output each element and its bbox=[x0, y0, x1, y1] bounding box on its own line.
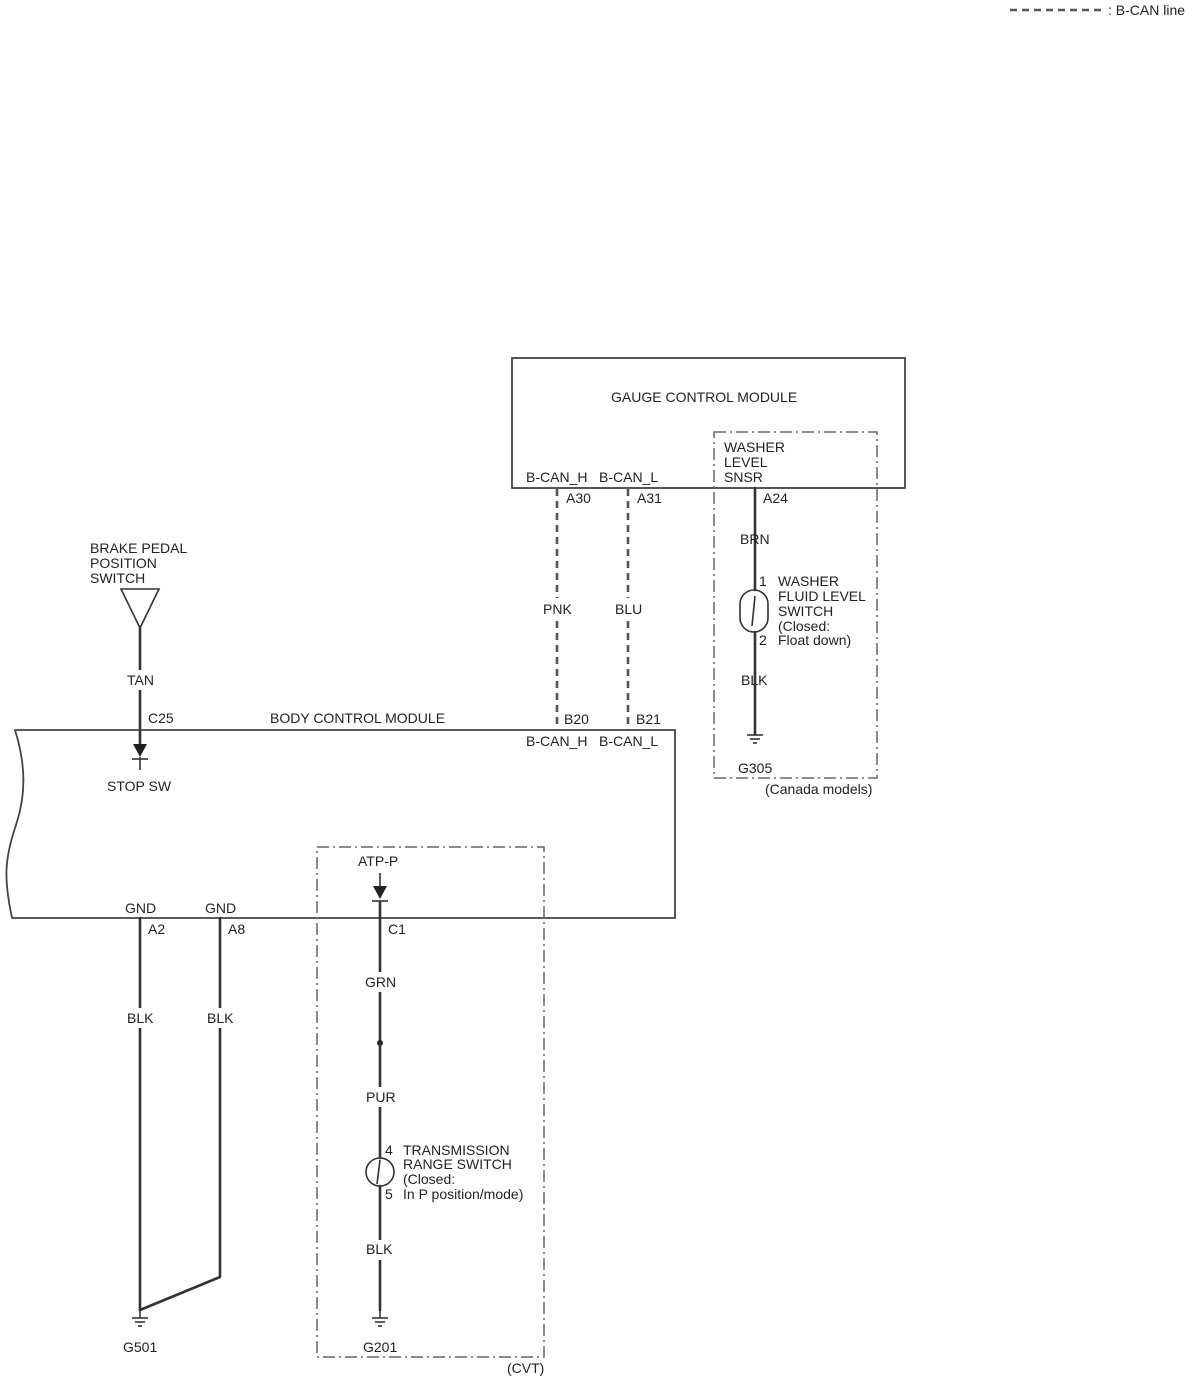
body-pin-c25: C25 bbox=[148, 710, 174, 726]
body-can-l-label: B-CAN_L bbox=[599, 733, 658, 749]
trans-wire-grn-label: GRN bbox=[365, 974, 396, 990]
brake-wire-tan-label: TAN bbox=[127, 672, 154, 688]
washer-sensor-label-2: LEVEL bbox=[724, 454, 768, 470]
body-pin-a8: A8 bbox=[228, 921, 245, 937]
gauge-pin-a30: A30 bbox=[566, 490, 591, 506]
body-gnd-label-1: GND bbox=[125, 900, 156, 916]
body-pin-b21: B21 bbox=[636, 711, 661, 727]
transmission-circuit: (CVT) GRN PUR 4 5 TRANSMISSION RANGE SWI… bbox=[316, 846, 545, 1376]
body-pin-c1: C1 bbox=[388, 921, 406, 937]
ground-g201-label: G201 bbox=[363, 1339, 397, 1355]
washer-pin-1: 1 bbox=[759, 573, 767, 589]
brake-switch-label-2: POSITION bbox=[90, 555, 157, 571]
body-gnd-label-2: GND bbox=[205, 900, 236, 916]
washer-circuit: (Canada models) BRN 1 2 WASHER FLUID LEV… bbox=[713, 431, 878, 797]
trans-wire-blk-label: BLK bbox=[366, 1241, 393, 1257]
gauge-pin-a24: A24 bbox=[763, 490, 788, 506]
body-pin-b20: B20 bbox=[564, 711, 589, 727]
washer-sensor-label-3: SNSR bbox=[724, 469, 763, 485]
gauge-pin-a31: A31 bbox=[637, 490, 662, 506]
gnd-wire-a8-label: BLK bbox=[207, 1010, 234, 1026]
trans-switch-contact bbox=[376, 1159, 381, 1185]
stop-sw-diode-icon bbox=[133, 744, 147, 757]
washer-switch-label-4: (Closed: bbox=[778, 618, 830, 634]
atp-p-label: ATP-P bbox=[358, 853, 398, 869]
gnd-wire-a2-label: BLK bbox=[127, 1010, 154, 1026]
washer-switch-contact bbox=[751, 595, 756, 627]
washer-switch-label-1: WASHER bbox=[778, 573, 839, 589]
b-can-l-color-label: BLU bbox=[615, 601, 642, 617]
canada-option-box bbox=[713, 431, 878, 779]
body-control-module: BODY CONTROL MODULE C25 B20 B21 B-CAN_H … bbox=[5, 710, 676, 937]
stop-sw-label: STOP SW bbox=[107, 778, 172, 794]
brake-pedal-position-switch: BRAKE PEDAL POSITION SWITCH TAN bbox=[90, 540, 187, 747]
ground-g501-label: G501 bbox=[123, 1339, 157, 1355]
washer-switch-label-2: FLUID LEVEL bbox=[778, 588, 866, 604]
trans-pin-4: 4 bbox=[385, 1142, 393, 1158]
cvt-option-label: (CVT) bbox=[507, 1360, 544, 1376]
b-can-h-color-label: PNK bbox=[543, 601, 572, 617]
trans-pin-5: 5 bbox=[385, 1186, 393, 1202]
ground-wires: BLK BLK G501 bbox=[122, 916, 238, 1355]
washer-wire-blk-label: BLK bbox=[741, 672, 768, 688]
body-can-h-label: B-CAN_H bbox=[526, 733, 587, 749]
brake-switch-label-3: SWITCH bbox=[90, 570, 145, 586]
gauge-module-title: GAUGE CONTROL MODULE bbox=[611, 389, 797, 405]
gnd-wire-a8 bbox=[138, 916, 222, 1312]
brake-switch-connector-icon bbox=[119, 588, 161, 630]
washer-pin-2: 2 bbox=[759, 632, 767, 648]
ground-g305-icon bbox=[747, 734, 763, 744]
body-module-title: BODY CONTROL MODULE bbox=[270, 710, 445, 726]
trans-switch-label-4: In P position/mode) bbox=[403, 1186, 523, 1202]
brake-switch-label-1: BRAKE PEDAL bbox=[90, 540, 187, 556]
trans-wire-pur-label: PUR bbox=[366, 1089, 396, 1105]
legend-can-line-label: : B-CAN line bbox=[1108, 2, 1185, 18]
washer-sensor-label-1: WASHER bbox=[724, 439, 785, 455]
b-can-wires: PNK BLU bbox=[538, 489, 646, 730]
body-module-box bbox=[5, 729, 676, 919]
ground-g501-icon bbox=[132, 1310, 148, 1327]
washer-switch-label-3: SWITCH bbox=[778, 603, 833, 619]
gauge-module-box bbox=[511, 357, 906, 489]
trans-switch-label-3: (Closed: bbox=[403, 1171, 455, 1187]
canada-option-label: (Canada models) bbox=[765, 781, 872, 797]
legend: : B-CAN line bbox=[1010, 2, 1185, 18]
gauge-control-module: GAUGE CONTROL MODULE B-CAN_H B-CAN_L A30… bbox=[511, 357, 906, 506]
body-pin-a2: A2 bbox=[148, 921, 165, 937]
washer-wire-brn-label: BRN bbox=[740, 531, 770, 547]
washer-switch-label-5: Float down) bbox=[778, 632, 851, 648]
cvt-option-box bbox=[316, 846, 545, 1358]
atp-p-diode-icon bbox=[373, 886, 387, 899]
ground-g305-label: G305 bbox=[738, 760, 772, 776]
trans-switch-label-1: TRANSMISSION bbox=[403, 1142, 510, 1158]
trans-switch-label-2: RANGE SWITCH bbox=[403, 1156, 512, 1172]
ground-g201-icon bbox=[372, 1310, 388, 1327]
gauge-can-l-label: B-CAN_L bbox=[599, 469, 658, 485]
gauge-can-h-label: B-CAN_H bbox=[526, 469, 587, 485]
